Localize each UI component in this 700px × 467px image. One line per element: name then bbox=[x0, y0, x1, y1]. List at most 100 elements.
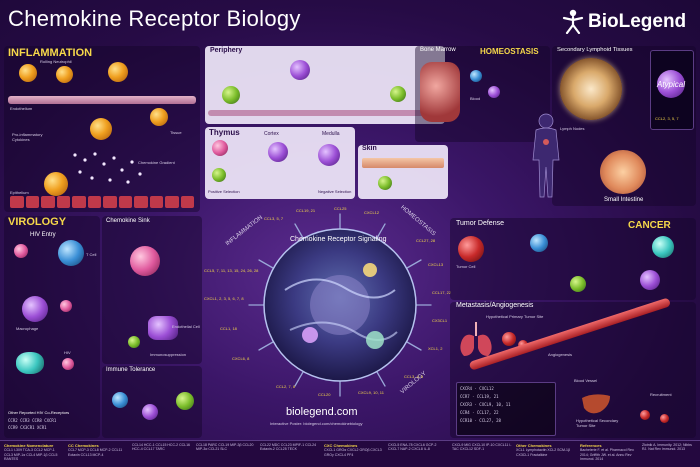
atypical-cell bbox=[657, 70, 685, 98]
periphery-endothelium bbox=[208, 110, 442, 116]
signaling-cell-icon bbox=[248, 213, 432, 397]
thymus-title: Thymus bbox=[209, 128, 240, 137]
treg-cell bbox=[112, 392, 128, 408]
lymph-nodes-label: Lymph Nodes bbox=[560, 126, 585, 131]
chemokine-label: CCL5, 7, 11, 13, 15, 24, 26, 28 bbox=[204, 268, 259, 273]
dendritic-cell bbox=[290, 60, 310, 80]
inflammation-title: INFLAMMATION bbox=[8, 47, 93, 59]
chemokine-label: CXCL12 bbox=[364, 210, 380, 215]
neutrophil-cell bbox=[108, 62, 128, 82]
liver-icon bbox=[582, 394, 610, 414]
chemokine-label: CXCL13 bbox=[428, 262, 444, 267]
chemokine-label: CCL20 bbox=[318, 392, 331, 397]
coreceptor-list-2: CCR9 CX3CR1 XCR1 bbox=[8, 425, 47, 430]
chemokine-sink-title: Chemokine Sink bbox=[106, 218, 150, 224]
cytotoxic-cell bbox=[530, 234, 548, 252]
rolling-neutrophil-label: Rolling Neutrophil bbox=[40, 59, 72, 64]
endothelium-layer bbox=[8, 96, 196, 104]
center-signaling-title: Chemokine Receptor Signaling bbox=[290, 236, 387, 243]
tissue-label: Tissue bbox=[170, 130, 182, 135]
tumor-cell bbox=[458, 236, 484, 262]
chemokine-label: CCL19, 21 bbox=[296, 208, 316, 213]
skin-layer bbox=[362, 158, 444, 168]
t-cell-label: T Cell bbox=[86, 252, 97, 257]
angiogenesis-label: Angiogenesis bbox=[548, 352, 573, 357]
footer-column: CCL22 MDC CCL23 MPIF-1 CCL24 Eotaxin-2 C… bbox=[260, 443, 317, 452]
medulla-title: Medulla bbox=[322, 131, 340, 137]
footer-column: CXCL9 MIG CXCL10 IP-10 CXCL11 I-TAC CXCL… bbox=[452, 443, 512, 452]
thymocyte-cell bbox=[268, 142, 288, 162]
secondary-tumor-label: Hypothetical Secondary Tumor Site bbox=[576, 418, 619, 428]
chemokine-label: CCL27, 28 bbox=[416, 238, 436, 243]
tumor-defense-title: Tumor Defense bbox=[456, 220, 504, 227]
blood-label: Blood bbox=[470, 96, 481, 101]
lymph-node-icon bbox=[560, 58, 622, 120]
poster-title: Chemokine Receptor Biology bbox=[8, 6, 301, 31]
small-intestine-icon bbox=[600, 150, 646, 194]
chemokine-label: CCL17, 22 bbox=[432, 290, 452, 295]
thymocyte-cell bbox=[212, 140, 228, 156]
human-body-icon bbox=[532, 113, 560, 198]
ackr-chemokines: CCL2, 3, 5, 7 bbox=[655, 116, 679, 121]
immunosuppression-label: Immunosuppression bbox=[150, 352, 187, 357]
chemokine-gradient-dots bbox=[73, 152, 142, 184]
chemokine-label: CCL3, 5, 7 bbox=[264, 216, 284, 221]
footer-column: CCL14 HCC-1 CCL15 HCC-2 CCL16 HCC-4 CCL1… bbox=[132, 443, 190, 452]
legend-line: CCR10 · CCL27, 28 bbox=[460, 418, 501, 423]
chemokine-label: CCL2, 7, 8 bbox=[276, 384, 296, 389]
hiv-virus bbox=[62, 358, 74, 370]
chemokine-label: CCL1, 18 bbox=[220, 326, 237, 331]
t-cell bbox=[58, 240, 84, 266]
brand-name: BioLegend bbox=[588, 11, 687, 32]
chemokine-label: CXCL1, 2, 3, 5, 6, 7, 8 bbox=[204, 296, 244, 301]
chemokine-sink-panel bbox=[102, 216, 202, 364]
legend-line: CCR4 · CCL17, 22 bbox=[460, 410, 499, 415]
metastasis-panel bbox=[450, 302, 696, 438]
atypical-label: Atypical bbox=[656, 80, 685, 89]
recruited-cell bbox=[640, 270, 660, 290]
endothelial-cell-label: Endothelial Cell bbox=[172, 324, 200, 329]
lymphocyte-cell bbox=[128, 336, 140, 348]
primary-tumor-label: Hypothetical Primary Tumor Site bbox=[486, 314, 544, 319]
epithelium-layer bbox=[10, 196, 194, 208]
gradient-label: Chemokine Gradient bbox=[138, 160, 175, 165]
footer-column: CCL18 PARC CCL19 MIP-3β CCL20 MIP-3α CCL… bbox=[196, 443, 254, 452]
chemokine-label: XCL1, 2 bbox=[428, 346, 443, 351]
chemokine-label: CXCL6, 8 bbox=[232, 356, 250, 361]
blood-vessel-label: Blood Vessel bbox=[574, 378, 598, 383]
legend-line: CXCR3 · CXCL9, 10, 11 bbox=[460, 402, 511, 407]
t-cell bbox=[222, 86, 240, 104]
neutrophil-cell bbox=[56, 66, 73, 83]
tumor-cell-label: Tumor Cell bbox=[456, 264, 476, 269]
website-link[interactable]: biolegend.com bbox=[286, 406, 358, 418]
hiv-virus bbox=[14, 244, 28, 258]
hiv-entry-title: HIV Entry bbox=[30, 232, 56, 238]
brand-logo[interactable]: BioLegend bbox=[560, 8, 695, 36]
dendritic-cell bbox=[142, 404, 158, 420]
skin-title: Skin bbox=[362, 145, 377, 152]
endothelium-label: Endothelium bbox=[10, 106, 33, 111]
chemokine-label: CXCL9, 10, 11 bbox=[358, 390, 384, 395]
thymocyte-cell bbox=[318, 144, 340, 166]
chemokine-label: CX3CL1 bbox=[432, 318, 448, 323]
immune-tolerance-title: Immune Tolerance bbox=[106, 367, 156, 373]
dendritic-cell bbox=[16, 352, 44, 374]
hiv-label: HIV bbox=[64, 350, 71, 355]
tumor-cell bbox=[502, 332, 516, 346]
recruitment-label: Recruitment bbox=[650, 392, 672, 397]
lungs-icon bbox=[460, 322, 492, 356]
negative-selection-label: Negative Selection bbox=[318, 189, 352, 194]
epithelium-label: Epithelium bbox=[10, 190, 29, 195]
t-cell bbox=[176, 392, 194, 410]
website-caption: Interactive Poster: biolegend.com/chemok… bbox=[270, 421, 363, 426]
neutrophil-cell bbox=[44, 172, 68, 196]
stem-cell bbox=[470, 70, 482, 82]
endothelial-cell bbox=[148, 316, 178, 340]
thymocyte-cell bbox=[212, 168, 226, 182]
